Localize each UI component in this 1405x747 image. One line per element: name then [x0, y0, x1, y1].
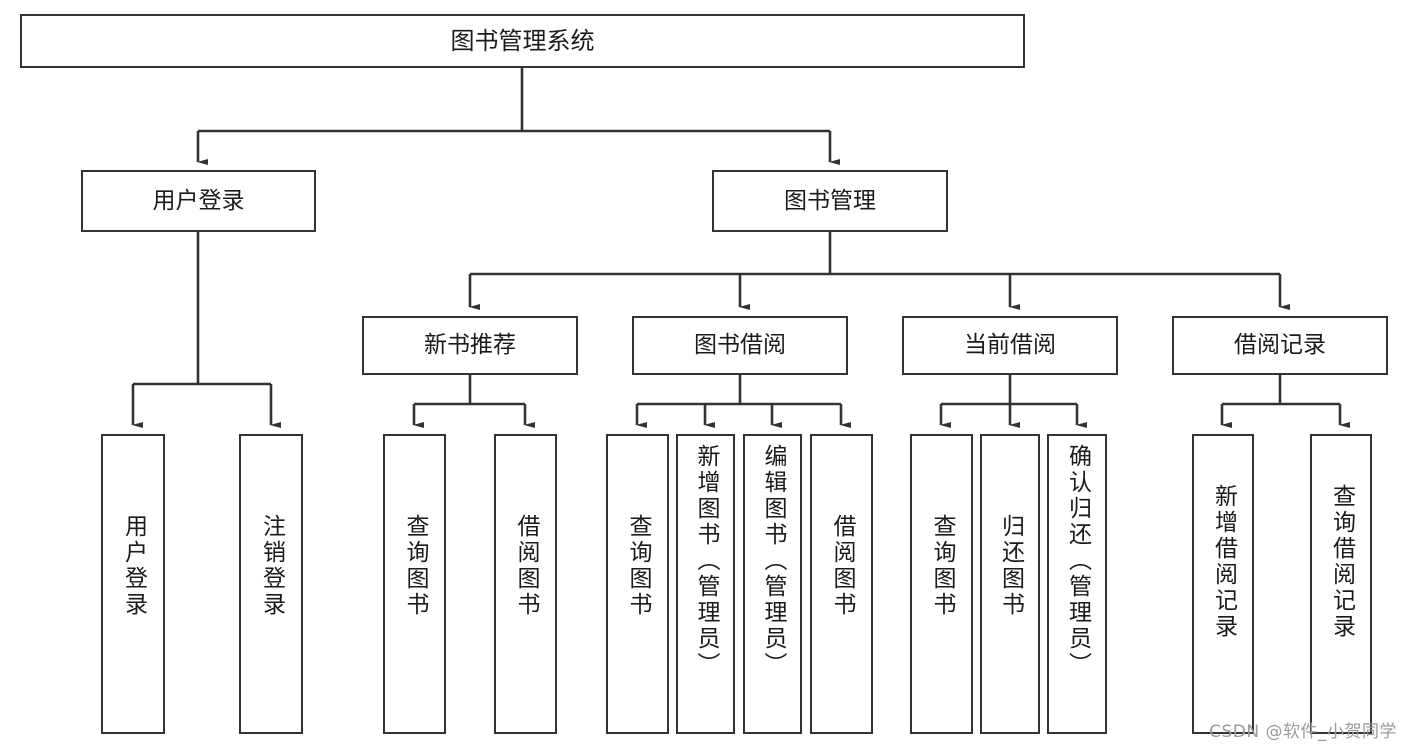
leaf-add-borrow-record[interactable]: 新增借阅记录 [1192, 434, 1254, 734]
leaf-add-book-admin[interactable]: 新增图书（管理员） [676, 434, 735, 734]
node-borrow-record[interactable]: 借阅记录 [1172, 316, 1388, 375]
node-label: 新增借阅记录 [1210, 484, 1237, 640]
node-label: 借阅图书 [829, 514, 855, 618]
node-label: 用户登录 [152, 187, 245, 214]
node-label: 查询图书 [929, 514, 955, 618]
leaf-query-book-borrow[interactable]: 查询图书 [606, 434, 669, 734]
leaf-edit-book-admin[interactable]: 编辑图书（管理员） [743, 434, 802, 734]
node-label: 查询借阅记录 [1328, 484, 1355, 640]
leaf-return-book[interactable]: 归还图书 [980, 434, 1040, 734]
node-label: 借阅图书 [513, 514, 539, 618]
leaf-query-borrow-record[interactable]: 查询借阅记录 [1310, 434, 1372, 734]
node-label: 图书借阅 [694, 332, 786, 359]
csdn-watermark: CSDN @软件_小贺同学 [1209, 722, 1397, 742]
node-label: 借阅记录 [1234, 332, 1326, 359]
leaf-query-book-recommend[interactable]: 查询图书 [383, 434, 446, 734]
node-label: 查询图书 [625, 514, 651, 618]
node-label: 编辑图书（管理员） [760, 444, 786, 678]
node-user-login[interactable]: 用户登录 [81, 170, 316, 232]
node-label: 图书管理 [784, 187, 876, 214]
node-book-management[interactable]: 图书管理 [712, 170, 948, 232]
node-label: 图书管理系统 [450, 27, 595, 55]
node-label: 用户登录 [120, 514, 147, 618]
node-label: 注销登录 [258, 514, 285, 618]
node-label: 新书推荐 [424, 332, 516, 359]
node-label: 归还图书 [997, 514, 1024, 618]
leaf-query-book-current[interactable]: 查询图书 [910, 434, 973, 734]
node-label: 查询图书 [402, 514, 428, 618]
leaf-user-login[interactable]: 用户登录 [101, 434, 165, 734]
node-book-borrow[interactable]: 图书借阅 [632, 316, 848, 375]
node-root-system[interactable]: 图书管理系统 [20, 14, 1025, 68]
node-current-borrow[interactable]: 当前借阅 [902, 316, 1118, 375]
leaf-logout[interactable]: 注销登录 [239, 434, 303, 734]
node-label: 确认归还（管理员） [1064, 444, 1091, 678]
node-new-book-recommend[interactable]: 新书推荐 [362, 316, 578, 375]
node-label: 当前借阅 [964, 332, 1056, 359]
leaf-confirm-return-admin[interactable]: 确认归还（管理员） [1047, 434, 1107, 734]
node-label: 新增图书（管理员） [693, 444, 719, 678]
leaf-borrow-book[interactable]: 借阅图书 [810, 434, 873, 734]
leaf-borrow-book-recommend[interactable]: 借阅图书 [494, 434, 557, 734]
